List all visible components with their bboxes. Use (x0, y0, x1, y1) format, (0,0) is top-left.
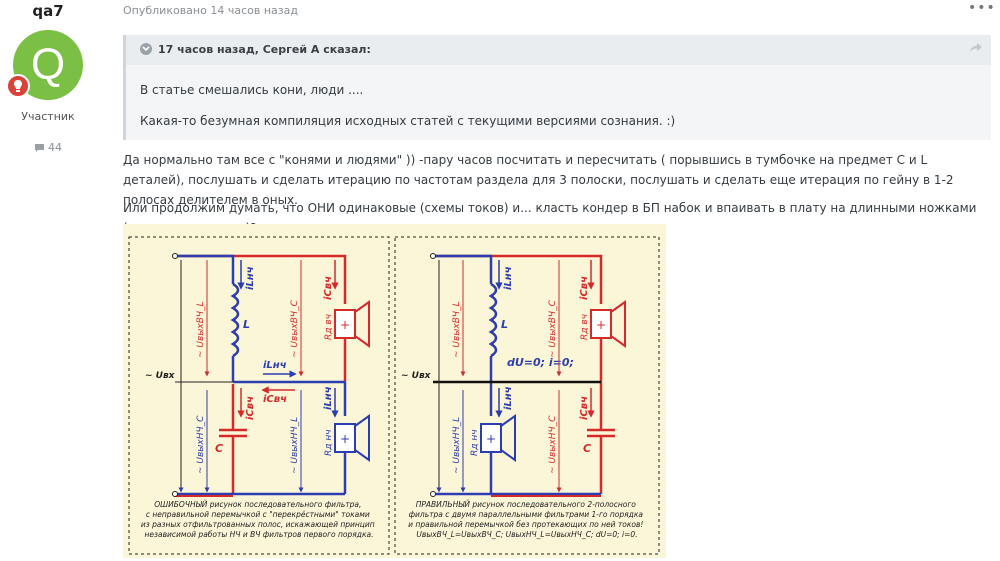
svg-text:iLнч: iLнч (263, 360, 287, 371)
post-paragraph: Да нормально там все с "конями и людями"… (123, 153, 954, 207)
comment-icon (35, 144, 44, 152)
svg-text:ПРАВИЛЬНЫЙ рисунок последовате: ПРАВИЛЬНЫЙ рисунок последовательного 2-п… (408, 500, 646, 539)
svg-text:L: L (501, 318, 508, 331)
svg-text:Rд вч: Rд вч (580, 314, 590, 340)
quote-header: 17 часов назад, Сергей А сказал: (126, 35, 991, 65)
svg-text:Rд нч: Rд нч (470, 429, 480, 456)
svg-text:~ UвыхВЧ_C: ~ UвыхВЧ_C (548, 299, 558, 358)
svg-text:iСвч: iСвч (323, 276, 334, 300)
quote-line: В статье смешались кони, люди .... (140, 83, 364, 97)
svg-text:iСвч: iСвч (263, 394, 287, 405)
chevron-down-icon[interactable] (140, 43, 152, 55)
svg-text:~ UвыхНЧ_C: ~ UвыхНЧ_C (196, 415, 206, 474)
author-name[interactable]: qa7 (32, 2, 64, 20)
svg-text:~ Uвх: ~ Uвх (401, 371, 432, 381)
svg-text:iLнч: iLнч (503, 266, 514, 290)
right-frame (394, 236, 660, 555)
svg-text:dU=0; i=0;: dU=0; i=0; (507, 356, 574, 369)
quote-line: Какая-то безумная компиляция исходных ст… (140, 114, 676, 128)
svg-text:Rд нч: Rд нч (324, 429, 334, 456)
more-options-icon[interactable]: ••• (968, 0, 996, 16)
post-count[interactable]: 44 (0, 141, 96, 154)
svg-text:C: C (215, 442, 223, 455)
svg-text:~ Uвх: ~ Uвх (145, 371, 176, 381)
svg-text:iLнч: iLнч (245, 266, 256, 290)
svg-text:~ UвыхНЧ_L: ~ UвыхНЧ_L (290, 417, 300, 474)
svg-text:~ UвыхВЧ_C: ~ UвыхВЧ_C (290, 299, 300, 358)
svg-text:ОШИБОЧНЫЙ рисунок последовател: ОШИБОЧНЫЙ рисунок последовательного филь… (141, 500, 377, 539)
svg-text:~ UвыхВЧ_L: ~ UвыхВЧ_L (452, 301, 462, 358)
svg-text:C: C (583, 442, 591, 455)
svg-text:~ UвыхНЧ_C: ~ UвыхНЧ_C (548, 415, 558, 474)
svg-text:+: + (486, 432, 496, 446)
right-circuit: + dU=0; i=0; + ~ Uвх ~ UвыхВЧ_L ~ UвыхНЧ… (401, 253, 646, 539)
svg-text:+: + (340, 318, 350, 332)
left-circuit: + + ~ Uвх ~ UвыхВЧ_L ~ UвыхНЧ_C ~ UвыхВЧ… (141, 253, 377, 539)
svg-text:~ UвыхНЧ_L: ~ UвыхНЧ_L (452, 417, 462, 474)
svg-text:iСвч: iСвч (579, 276, 590, 300)
circuit-diagram-image[interactable]: + + ~ Uвх ~ UвыхВЧ_L ~ UвыхНЧ_C ~ UвыхВЧ… (123, 224, 666, 558)
svg-text:L: L (243, 318, 250, 331)
svg-text:Rд вч: Rд вч (324, 314, 334, 340)
svg-text:iLнч: iLнч (503, 386, 514, 410)
published-time[interactable]: Опубликовано 14 часов назад (123, 4, 298, 17)
post-count-value: 44 (48, 141, 62, 154)
svg-text:+: + (596, 318, 606, 332)
quote-citation[interactable]: 17 часов назад, Сергей А сказал: (158, 43, 371, 56)
quote-link-icon[interactable] (969, 42, 983, 58)
author-role: Участник (21, 110, 75, 123)
svg-text:+: + (340, 432, 350, 446)
rank-badge-icon (6, 74, 30, 98)
svg-text:iСвч: iСвч (245, 396, 256, 420)
svg-text:iLнч: iLнч (323, 386, 334, 410)
quote-block: 17 часов назад, Сергей А сказал: В стать… (123, 35, 991, 140)
svg-text:~ UвыхВЧ_L: ~ UвыхВЧ_L (196, 301, 206, 358)
svg-text:iСвч: iСвч (579, 396, 590, 420)
